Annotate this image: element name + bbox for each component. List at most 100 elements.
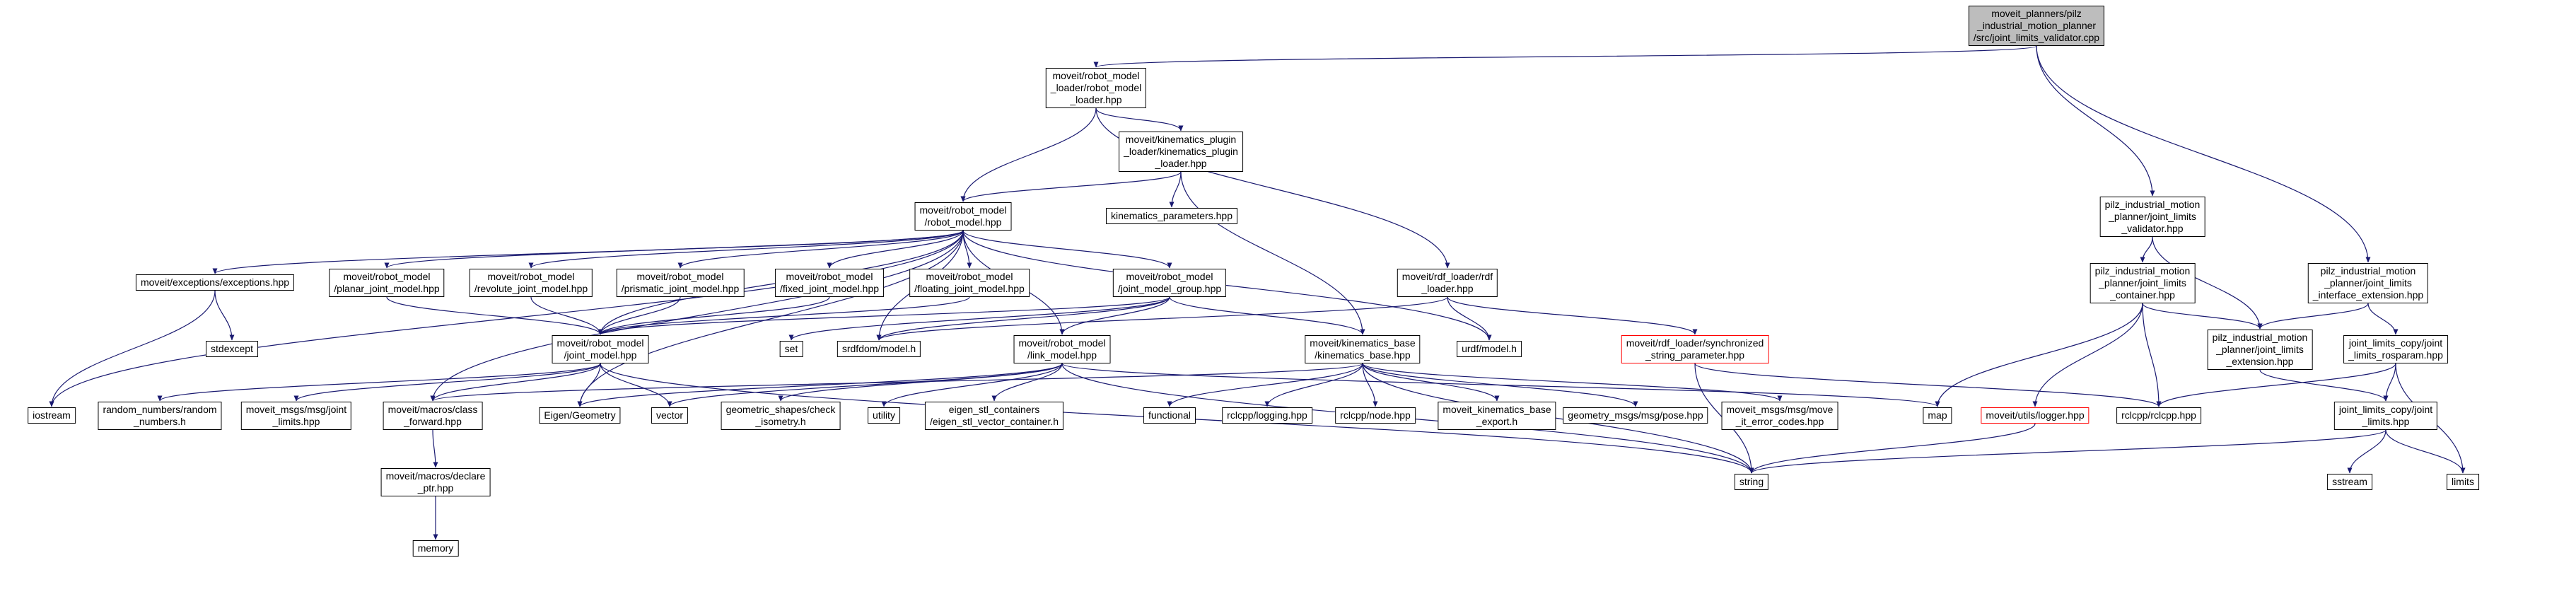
graph-node-esc[interactable]: eigen_stl_containers /eigen_stl_vector_c… (924, 402, 1064, 430)
edge-cpp-jlie (2036, 45, 2371, 263)
graph-node-planar[interactable]: moveit/robot_model /planar_joint_model.h… (329, 269, 445, 297)
edge-jlie-jlrp (2367, 303, 2399, 335)
graph-node-cpp[interactable]: moveit_planners/pilz _industrial_motion_… (1968, 6, 2105, 46)
graph-node-kparams[interactable]: kinematics_parameters.hpp (1106, 208, 1237, 224)
edge-planar-jm (386, 296, 603, 335)
edge-kpl-kparams (1169, 171, 1182, 208)
edge-rm-cf (430, 230, 964, 402)
graph-node-rdf[interactable]: moveit/rdf_loader/rdf _loader.hpp (1397, 269, 1498, 297)
graph-node-jmg[interactable]: moveit/robot_model /joint_model_group.hp… (1112, 269, 1227, 297)
edge-ssp-rclcpp (1694, 363, 2162, 407)
graph-node-gmp[interactable]: geometry_msgs/msg/pose.hpp (1563, 407, 1708, 424)
edge-rm-eigen (577, 230, 964, 407)
graph-node-rn[interactable]: random_numbers/random _numbers.h (98, 402, 222, 430)
edge-kpl-rm (960, 171, 1182, 202)
graph-node-stdexcept[interactable]: stdexcept (206, 341, 258, 357)
edge-lm-eigen (577, 363, 1063, 407)
edge-jmg-kb (1169, 296, 1365, 335)
graph-node-jlrp[interactable]: joint_limits_copy/joint _limits_rosparam… (2343, 335, 2448, 363)
graph-node-set[interactable]: set (779, 341, 803, 357)
graph-node-ssp[interactable]: moveit/rdf_loader/synchronized _string_p… (1621, 335, 1769, 363)
edge-jlv-jle (2152, 236, 2263, 330)
graph-node-map[interactable]: map (1923, 407, 1952, 424)
graph-node-mec[interactable]: moveit_msgs/msg/move _it_error_codes.hpp (1721, 402, 1838, 430)
edge-jlv-jlc (2140, 236, 2153, 263)
edge-jlch-string (1749, 429, 2386, 474)
graph-node-jm[interactable]: moveit/robot_model /joint_model.hpp (552, 335, 649, 363)
edge-kb-functional (1167, 363, 1363, 407)
edge-rm-jmg (962, 230, 1172, 269)
edge-rml-rm (960, 107, 1097, 202)
graph-node-iostream[interactable]: iostream (28, 407, 76, 424)
graph-node-floating[interactable]: moveit/robot_model /floating_joint_model… (909, 269, 1030, 297)
edge-jlrp-jlch (2383, 363, 2396, 402)
graph-node-rm[interactable]: moveit/robot_model /robot_model.hpp (914, 202, 1012, 231)
edge-kb-mkbe (1362, 363, 1500, 402)
edge-jmg-srdf (876, 296, 1170, 341)
graph-node-jlc[interactable]: pilz_industrial_motion _planner/joint_li… (2090, 263, 2196, 303)
graph-node-sstream[interactable]: sstream (2327, 474, 2372, 490)
graph-node-vector[interactable]: vector (651, 407, 689, 424)
edge-jmg-set (788, 296, 1170, 341)
edge-jlch-sstream (2347, 429, 2386, 474)
graph-node-kb[interactable]: moveit/kinematics_base /kinematics_base.… (1305, 335, 1421, 363)
graph-node-utility[interactable]: utility (868, 407, 900, 424)
graph-node-jlch[interactable]: joint_limits_copy/joint _limits.hpp (2333, 402, 2438, 430)
edge-jlc-map (1935, 303, 2143, 407)
graph-node-jlv[interactable]: pilz_industrial_motion _planner/joint_li… (2099, 197, 2205, 237)
edge-prismatic-jm (598, 296, 681, 335)
edge-jm-vector (600, 363, 672, 407)
graph-node-string[interactable]: string (1734, 474, 1769, 490)
graph-node-rclcpp[interactable]: rclcpp/rclcpp.hpp (2116, 407, 2201, 424)
edge-lm-esc (991, 363, 1063, 402)
graph-node-prismatic[interactable]: moveit/robot_model /prismatic_joint_mode… (616, 269, 745, 297)
graph-node-srdf[interactable]: srdfdom/model.h (837, 341, 921, 357)
edge-jm-rn (157, 363, 601, 402)
edge-jlc-logger (2032, 303, 2143, 407)
graph-node-dp[interactable]: moveit/macros/declare _ptr.hpp (380, 468, 491, 496)
edge-rm-iostream (49, 230, 964, 407)
edge-lm-utility (881, 363, 1063, 407)
edge-rm-fixedj (827, 230, 964, 269)
graph-node-jlie[interactable]: pilz_industrial_motion _planner/joint_li… (2307, 263, 2429, 303)
edge-exc-iostream (49, 290, 216, 407)
graph-node-logger[interactable]: moveit/utils/logger.hpp (1981, 407, 2090, 424)
edge-rm-revolute (528, 230, 964, 269)
edge-jlch-limits (2385, 429, 2466, 474)
graph-node-fixedj[interactable]: moveit/robot_model /fixed_joint_model.hp… (774, 269, 885, 297)
edge-jlie-jle (2257, 303, 2369, 330)
graph-node-limits[interactable]: limits (2447, 474, 2479, 490)
edge-rm-planar (384, 230, 964, 269)
graph-node-mjl[interactable]: moveit_msgs/msg/joint _limits.hpp (240, 402, 352, 430)
graph-node-lm[interactable]: moveit/robot_model /link_model.hpp (1013, 335, 1111, 363)
graph-node-rlog[interactable]: rclcpp/logging.hpp (1222, 407, 1312, 424)
graph-node-eigen[interactable]: Eigen/Geometry (539, 407, 621, 424)
edge-kb-rlog (1264, 363, 1363, 407)
edge-cpp-jlv (2036, 45, 2155, 197)
graph-node-rml[interactable]: moveit/robot_model _loader/robot_model _… (1045, 68, 1147, 108)
edge-kb-gmp (1362, 363, 1638, 407)
edge-cf-dp (432, 429, 438, 468)
edge-kb-rnode (1362, 363, 1378, 407)
edge-jmg-lm (1059, 296, 1170, 335)
edge-rdf-srdf (876, 296, 1448, 341)
graph-node-gsci[interactable]: geometric_shapes/check _isometry.h (721, 402, 841, 430)
edge-lm-vector (667, 363, 1063, 407)
graph-node-functional[interactable]: functional (1143, 407, 1196, 424)
edge-kb-cf (430, 363, 1363, 402)
graph-node-jle[interactable]: pilz_industrial_motion _planner/joint_li… (2207, 330, 2313, 370)
graph-node-rnode[interactable]: rclcpp/node.hpp (1335, 407, 1416, 424)
edge-floating-jm (598, 296, 970, 335)
graph-node-revolute[interactable]: moveit/robot_model /revolute_joint_model… (469, 269, 593, 297)
graph-node-cf[interactable]: moveit/macros/class _forward.hpp (383, 402, 483, 430)
graph-node-exc[interactable]: moveit/exceptions/exceptions.hpp (135, 274, 295, 291)
graph-node-urdf[interactable]: urdf/model.h (1457, 341, 1522, 357)
graph-node-mkbe[interactable]: moveit_kinematics_base _export.h (1438, 402, 1556, 430)
edge-rml-kpl (1095, 107, 1184, 132)
edge-revolute-jm (530, 296, 603, 335)
graph-node-memory[interactable]: memory (412, 540, 459, 557)
edge-kb-string (1362, 363, 1754, 474)
graph-node-kpl[interactable]: moveit/kinematics_plugin _loader/kinemat… (1119, 132, 1243, 172)
